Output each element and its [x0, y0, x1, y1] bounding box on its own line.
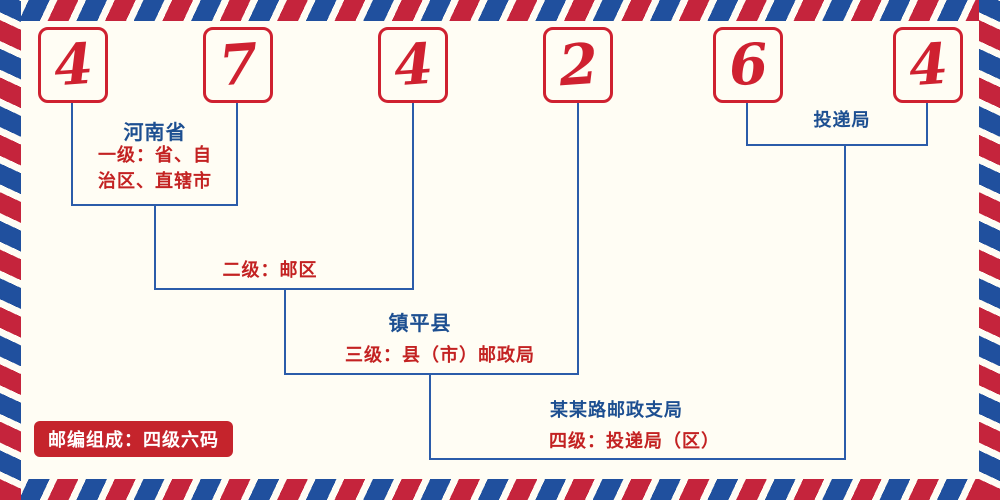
envelope-border-left — [0, 0, 21, 500]
digit-5: 6 — [726, 30, 770, 100]
level3-description: 三级：县（市）邮政局 — [345, 345, 535, 365]
envelope-border-top — [0, 0, 1000, 21]
digit-4: 2 — [556, 30, 600, 100]
digit-box-1: 4 — [38, 27, 108, 103]
level3-up-line — [577, 101, 579, 375]
level3-horizontal-line — [284, 373, 579, 375]
digit-1: 4 — [51, 30, 95, 100]
level4-description: 四级：投递局（区） — [549, 431, 720, 451]
digit-box-4: 2 — [543, 27, 613, 103]
level1-description: 一级：省、自 治区、直辖市 — [75, 142, 235, 194]
envelope-border-right — [979, 0, 1000, 500]
level1-bracket-left-line — [71, 101, 73, 204]
level1-description-line2: 治区、直辖市 — [98, 171, 212, 191]
envelope-border-bottom — [0, 479, 1000, 500]
digit-3: 4 — [391, 30, 435, 100]
level3-stem-line — [284, 288, 286, 375]
level4-up-line — [844, 145, 846, 460]
level2-description: 二级：邮区 — [222, 260, 318, 280]
postal-code-composition-badge: 邮编组成：四级六码 — [34, 421, 233, 457]
digit-box-2: 7 — [203, 27, 273, 103]
digit-box-3: 4 — [378, 27, 448, 103]
level2-up-line — [412, 101, 414, 290]
digit-box-6: 4 — [893, 27, 963, 103]
level3-county-name: 镇平县 — [388, 313, 452, 335]
level2-stem-line — [154, 204, 156, 290]
level1-description-line1: 一级：省、自 — [98, 145, 212, 165]
delivery-bracket-right-line — [926, 101, 928, 146]
level1-bracket-right-line — [236, 101, 238, 204]
digit-6: 4 — [906, 30, 950, 100]
level4-branch-name: 某某路邮政支局 — [550, 400, 683, 420]
delivery-bracket-left-line — [746, 101, 748, 146]
digit-2: 7 — [216, 30, 260, 100]
level1-province-name: 河南省 — [123, 122, 187, 144]
level4-horizontal-line — [429, 458, 846, 460]
digit-box-5: 6 — [713, 27, 783, 103]
delivery-bureau-label: 投递局 — [813, 110, 871, 130]
level4-stem-line — [429, 373, 431, 460]
delivery-bracket-bottom-line — [746, 144, 928, 146]
